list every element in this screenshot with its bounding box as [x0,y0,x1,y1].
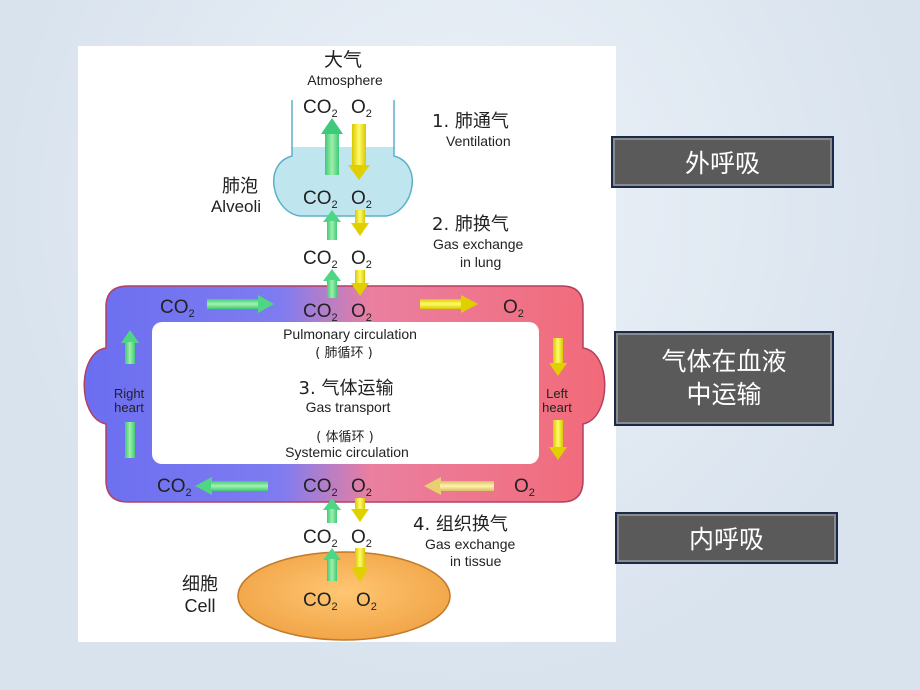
o2-label: O2 [351,301,372,324]
loop-arrows [121,295,567,495]
co2-label: CO2 [303,476,338,499]
co2-label: CO2 [157,476,192,499]
left-heart-line1: Left [546,386,568,401]
o2-arrows-vertical [348,124,370,582]
circulation-loop [83,285,606,503]
co2-label: CO2 [303,301,338,324]
atmosphere-cn: 大气 [324,49,362,71]
o2-label: O2 [351,248,372,271]
co2-label: CO2 [303,590,338,613]
o2-label: O2 [351,476,372,499]
gas-transport-box: 气体在血液 中运输 [614,331,834,426]
step-2-en-line2: in lung [460,254,501,270]
co2-label: CO2 [303,188,338,211]
systemic-cn: ( 体循环 ) [316,430,373,445]
co2-label: CO2 [303,248,338,271]
step-4-en-line1: Gas exchange [425,536,515,552]
cell-cn: 细胞 [182,574,218,595]
internal-respiration-label: 内呼吸 [688,525,764,554]
gas-transport-label-line2: 中运输 [686,379,762,409]
pulmonary-en: Pulmonary circulation [283,326,417,342]
o2-label: O2 [351,188,372,211]
gas-transport-label-line1: 气体在血液 [661,347,787,376]
cell-shape [237,551,451,641]
alveoli-en: Alveoli [211,197,261,216]
co2-arrows-vertical [321,118,343,581]
step-2-cn: 2. 肺换气 [432,214,509,235]
step-1-en: Ventilation [446,133,511,149]
external-respiration-box: 外呼吸 [611,136,834,188]
step-4-en-line2: in tissue [450,553,502,569]
o2-label: O2 [503,297,524,320]
cell-en: Cell [184,596,215,616]
alveoli-shape [273,147,413,217]
o2-label: O2 [356,590,377,613]
alveoli-cn: 肺泡 [222,176,258,197]
left-heart-line2: heart [542,400,572,415]
step-3-en: Gas transport [306,399,391,415]
co2-label: CO2 [303,527,338,550]
right-heart-line1: Right [114,386,145,401]
systemic-en: Systemic circulation [285,444,409,460]
step-1-cn: 1. 肺通气 [432,111,509,132]
o2-label: O2 [351,527,372,550]
co2-label: CO2 [160,297,195,320]
right-heart-line2: heart [114,400,144,415]
external-respiration-label: 外呼吸 [684,149,760,178]
o2-label: O2 [351,97,372,120]
internal-respiration-box: 内呼吸 [615,512,838,564]
step-4-cn: 4. 组织换气 [413,514,508,535]
o2-label: O2 [514,476,535,499]
step-3-cn: 3. 气体运输 [299,378,394,399]
pulmonary-cn: ( 肺循环 ) [315,346,372,361]
step-2-en-line1: Gas exchange [433,236,523,252]
co2-label: CO2 [303,97,338,120]
atmosphere-en: Atmosphere [307,72,383,88]
